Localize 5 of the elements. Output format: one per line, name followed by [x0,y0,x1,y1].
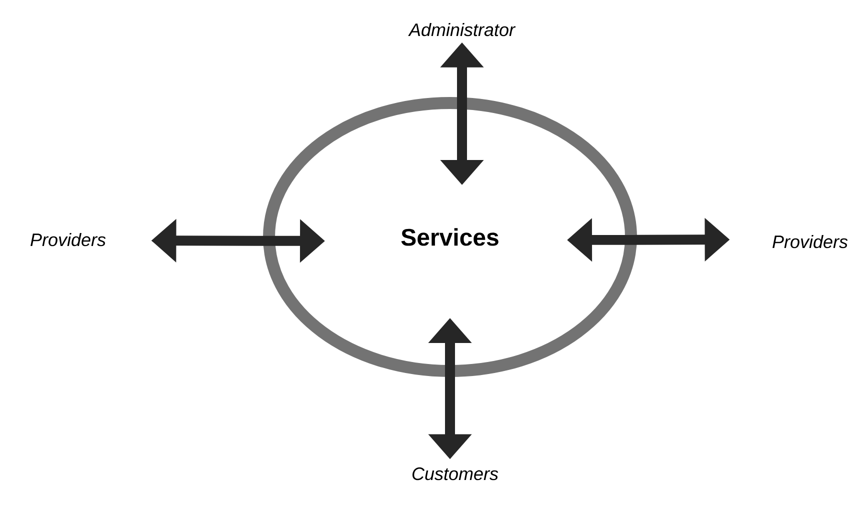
role-label: Customers [412,467,498,480]
ellipse-node: Services [263,97,637,377]
role-label: Providers [30,232,106,246]
role-label: Providers [772,234,848,248]
role-label: Administrator [408,22,516,36]
